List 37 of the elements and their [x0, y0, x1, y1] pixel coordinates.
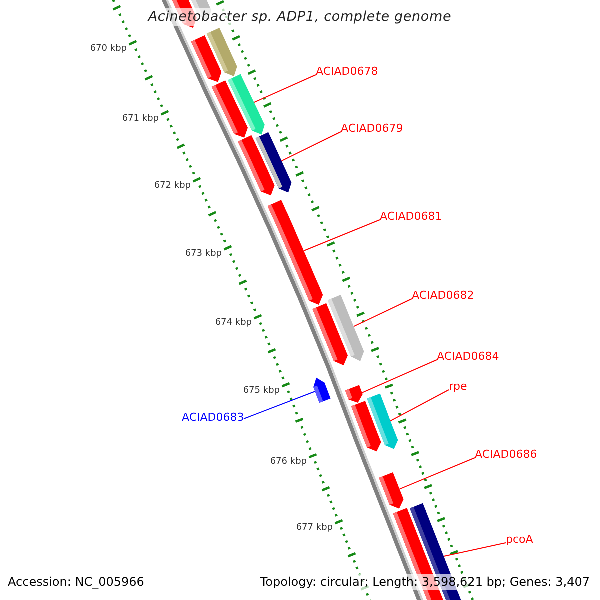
gene-label: rpe: [449, 380, 468, 393]
leader-line: [281, 132, 342, 162]
gene-bar: [328, 295, 364, 362]
scale-label: 673 kbp: [184, 249, 222, 260]
scale-label: 677 kbp: [295, 523, 333, 534]
scale-label: 675 kbp: [242, 386, 280, 397]
gene-label: ACIAD0683: [182, 411, 244, 424]
leader-line: [304, 220, 380, 252]
scale-label: 672 kbp: [153, 181, 191, 192]
gene-label: ACIAD0681: [380, 210, 442, 223]
gene-bar: [345, 385, 363, 403]
accession-text: Accession: NC_005966: [8, 574, 144, 590]
gene-label: ACIAD0682: [412, 289, 474, 302]
gene-bar: [206, 28, 238, 76]
scale-label: 670 kbp: [89, 44, 127, 55]
gene-bar: [314, 378, 331, 403]
gene-bar: [256, 132, 292, 193]
gene-bar: [379, 472, 404, 509]
gene-label: ACIAD0684: [437, 350, 500, 363]
gene-label: ACIAD0686: [475, 448, 538, 461]
gene-bar: [367, 394, 398, 450]
gene-bar: [228, 74, 265, 135]
leader-line: [399, 458, 476, 490]
gene-label: ACIAD0678: [316, 65, 378, 78]
gene-label: ACIAD0679: [341, 122, 404, 135]
leader-line: [254, 74, 316, 104]
leader-line: [244, 391, 316, 420]
scale-label: 676 kbp: [269, 457, 307, 468]
gene-bar: [268, 200, 324, 305]
leader-line: [353, 298, 412, 328]
leader-line: [362, 360, 438, 394]
scale-label: 674 kbp: [214, 318, 252, 329]
leader-line: [444, 542, 506, 557]
scale-label: 671 kbp: [121, 114, 159, 125]
genome-summary-text: Topology: circular; Length: 3,598,621 bp; Genes: 3,407: [260, 574, 590, 590]
leader-line: [390, 390, 450, 422]
gene-label: pcoA: [506, 533, 534, 546]
